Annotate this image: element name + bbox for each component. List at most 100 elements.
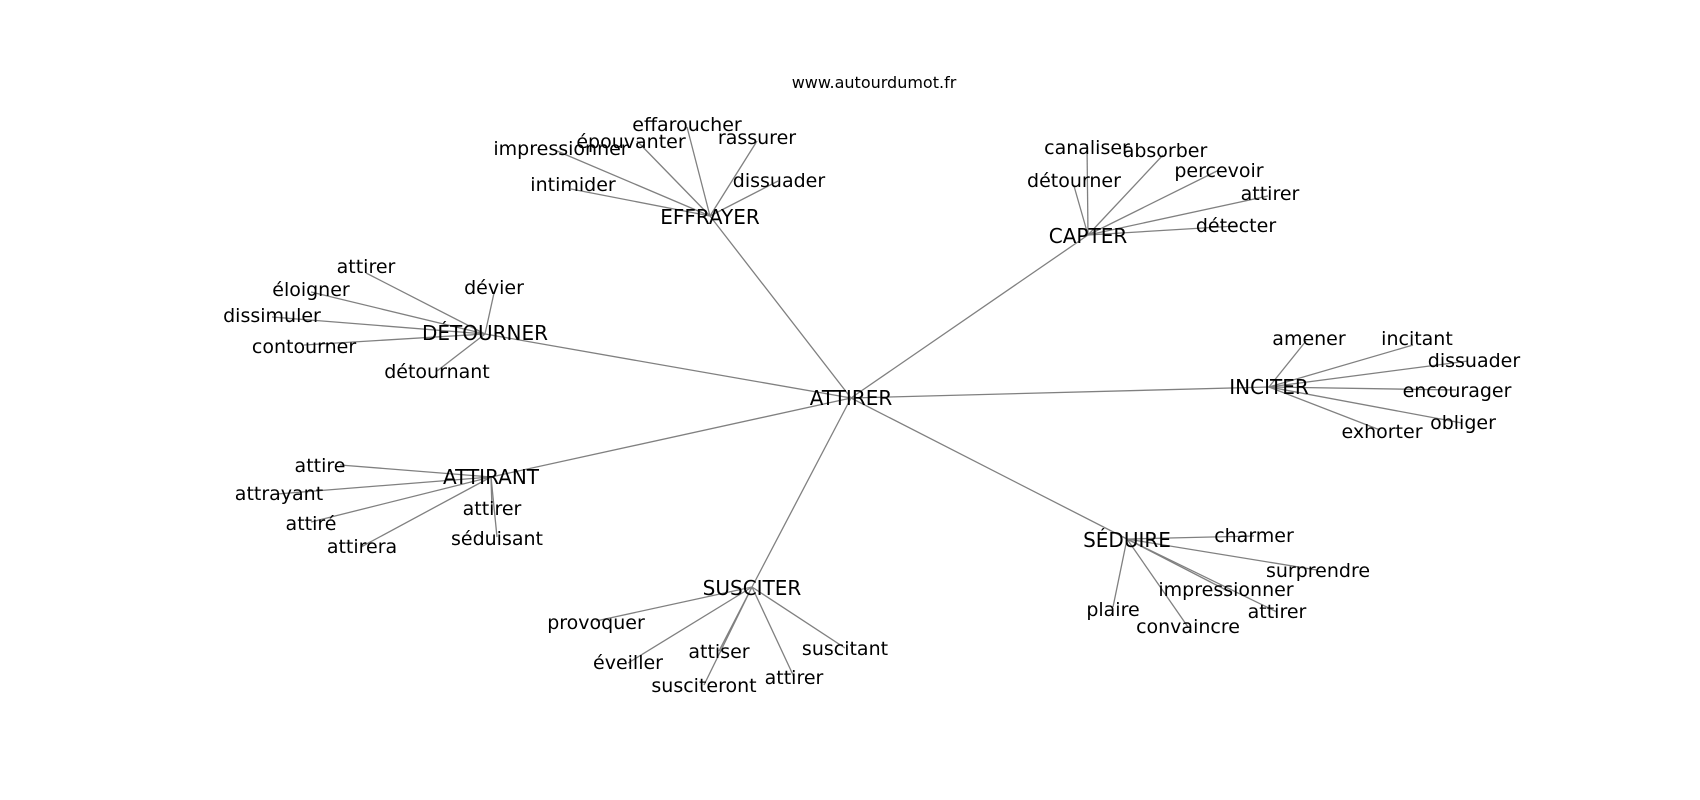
leaf-word-susciter-attirer[interactable]: attirer [765,667,824,689]
edge-attirant-to-attrayant [276,476,492,495]
leaf-word-detourner-eloigner[interactable]: éloigner [272,279,350,301]
leaf-word-susciter-susciteront[interactable]: susciteront [651,675,756,697]
hub-word-susciter[interactable]: SUSCITER [703,576,802,600]
edge-center-to-effrayer [709,215,852,399]
edge-attirant-to-attirera [360,476,492,548]
edge-capter-to-detourner [1073,185,1089,236]
edge-seduire-to-attirer [1126,538,1278,613]
leaf-word-detourner-devier[interactable]: dévier [464,277,524,299]
edge-center-to-detourner [484,333,852,399]
leaf-word-inciter-incitant[interactable]: incitant [1381,328,1453,350]
leaf-word-capter-canaliser[interactable]: canaliser [1044,137,1130,159]
leaf-word-capter-attirer[interactable]: attirer [1241,183,1300,205]
edge-seduire-to-surprendre [1126,538,1318,571]
edge-effrayer-to-dissuader [709,180,779,217]
edge-susciter-to-susciteront [703,586,753,686]
edge-detourner-to-contourner [303,333,486,346]
edge-attirant-to-attire [310,476,492,523]
leaf-word-capter-absorber[interactable]: absorber [1123,140,1208,162]
edge-susciter-to-eveiller [627,586,753,664]
hub-word-attirant[interactable]: ATTIRANT [443,465,540,489]
edge-detourner-to-attirer [365,272,486,335]
edge-detourner-to-eloigner [310,291,486,335]
leaf-word-effrayer-intimider[interactable]: intimider [530,174,616,196]
edge-effrayer-to-intimider [570,188,711,217]
edge-inciter-to-exhorter [1268,386,1381,431]
hub-word-detourner[interactable]: DÉTOURNER [422,321,548,345]
hub-word-inciter[interactable]: INCITER [1229,375,1309,399]
edge-capter-to-detecter [1087,225,1237,236]
leaf-word-capter-detourner[interactable]: détourner [1027,170,1121,192]
edge-susciter-to-suscitant [751,586,846,649]
leaf-word-attirant-seduisant[interactable]: séduisant [451,528,543,550]
leaf-word-seduire-plaire[interactable]: plaire [1086,599,1139,621]
graph-edges [271,126,1469,686]
leaf-word-attirant-attire[interactable]: attiré [286,513,337,535]
leaf-word-inciter-dissuader[interactable]: dissuader [1428,350,1521,372]
leaf-word-capter-detecter[interactable]: détecter [1196,215,1276,237]
leaf-word-detourner-dissimuler[interactable]: dissimuler [223,305,321,327]
leaf-word-inciter-amener[interactable]: amener [1272,328,1346,350]
leaf-word-attirant-attirera[interactable]: attirera [327,536,397,558]
hub-word-capter[interactable]: CAPTER [1049,224,1128,248]
edge-effrayer-to-impressionner [556,150,711,217]
leaf-word-detourner-contourner[interactable]: contourner [252,336,356,358]
edge-susciter-to-provoquer [595,586,753,622]
edge-center-to-susciter [751,397,852,588]
leaf-word-detourner-detournant[interactable]: détournant [384,361,490,383]
edge-seduire-to-charmer [1126,535,1255,540]
graph-labels: www.autourdumot.fr ATTIRER EFFRAYER effar… [223,73,1520,697]
edge-detourner-to-dissimuler [271,316,486,335]
edge-attirant-to-seduisant [490,476,498,538]
edge-capter-to-canaliser [1086,143,1089,236]
edge-effrayer-to-rassurer [709,140,758,217]
leaf-word-detourner-attirer[interactable]: attirer [337,256,396,278]
leaf-word-seduire-charmer[interactable]: charmer [1214,525,1294,547]
edge-detourner-to-devier [484,292,495,335]
leaf-word-seduire-attirer[interactable]: attirer [1248,601,1307,623]
edge-capter-to-percevoir [1087,169,1220,236]
leaf-word-effrayer-rassurer[interactable]: rassurer [718,127,796,149]
center-word[interactable]: ATTIRER [810,386,893,410]
source-url: www.autourdumot.fr [792,73,957,92]
leaf-word-effrayer-epouvanter[interactable]: épouvanter [576,131,685,153]
edge-attirant-to-attire [339,464,492,478]
hub-word-effrayer[interactable]: EFFRAYER [660,205,760,229]
leaf-word-susciter-eveiller[interactable]: éveiller [593,652,663,674]
edge-center-to-inciter [850,386,1270,399]
edge-inciter-to-amener [1268,340,1307,388]
edge-center-to-capter [850,234,1089,399]
edge-inciter-to-incitant [1268,344,1414,388]
edge-effrayer-to-effaroucher [686,126,711,217]
leaf-word-attirant-attirer[interactable]: attirer [463,498,522,520]
leaf-word-inciter-encourager[interactable]: encourager [1403,380,1512,402]
edge-seduire-to-plaire [1112,538,1128,608]
edge-detourner-to-detournant [436,333,486,372]
edge-center-to-seduire [850,397,1128,540]
leaf-word-susciter-attiser[interactable]: attiser [688,641,749,663]
hub-word-seduire[interactable]: SÉDUIRE [1083,528,1171,552]
edge-inciter-to-obliger [1268,386,1463,424]
edge-center-to-attirant [490,397,852,478]
leaf-word-susciter-provoquer[interactable]: provoquer [547,612,645,634]
leaf-word-seduire-impressionner[interactable]: impressionner [1158,579,1293,601]
edge-capter-to-attirer [1087,195,1269,236]
edge-capter-to-absorber [1087,154,1164,236]
edge-inciter-to-dissuader [1268,360,1469,388]
leaf-word-inciter-exhorter[interactable]: exhorter [1341,421,1422,443]
leaf-word-attirant-attrayant[interactable]: attrayant [235,483,323,505]
leaf-word-attirant-attire[interactable]: attire [295,455,346,477]
leaf-word-effrayer-impressionner[interactable]: impressionner [493,138,628,160]
leaf-word-inciter-obliger[interactable]: obliger [1430,412,1496,434]
leaf-word-effrayer-dissuader[interactable]: dissuader [733,170,826,192]
edge-susciter-to-attirer [751,586,795,678]
edge-effrayer-to-epouvanter [636,140,711,217]
edge-inciter-to-encourager [1268,386,1457,391]
leaf-word-capter-percevoir[interactable]: percevoir [1174,160,1263,182]
leaf-word-seduire-convaincre[interactable]: convaincre [1136,616,1240,638]
edge-seduire-to-convaincre [1126,538,1189,628]
leaf-word-susciter-suscitant[interactable]: suscitant [802,638,888,660]
leaf-word-effrayer-effaroucher[interactable]: effaroucher [632,114,742,136]
leaf-word-seduire-surprendre[interactable]: surprendre [1266,560,1370,582]
